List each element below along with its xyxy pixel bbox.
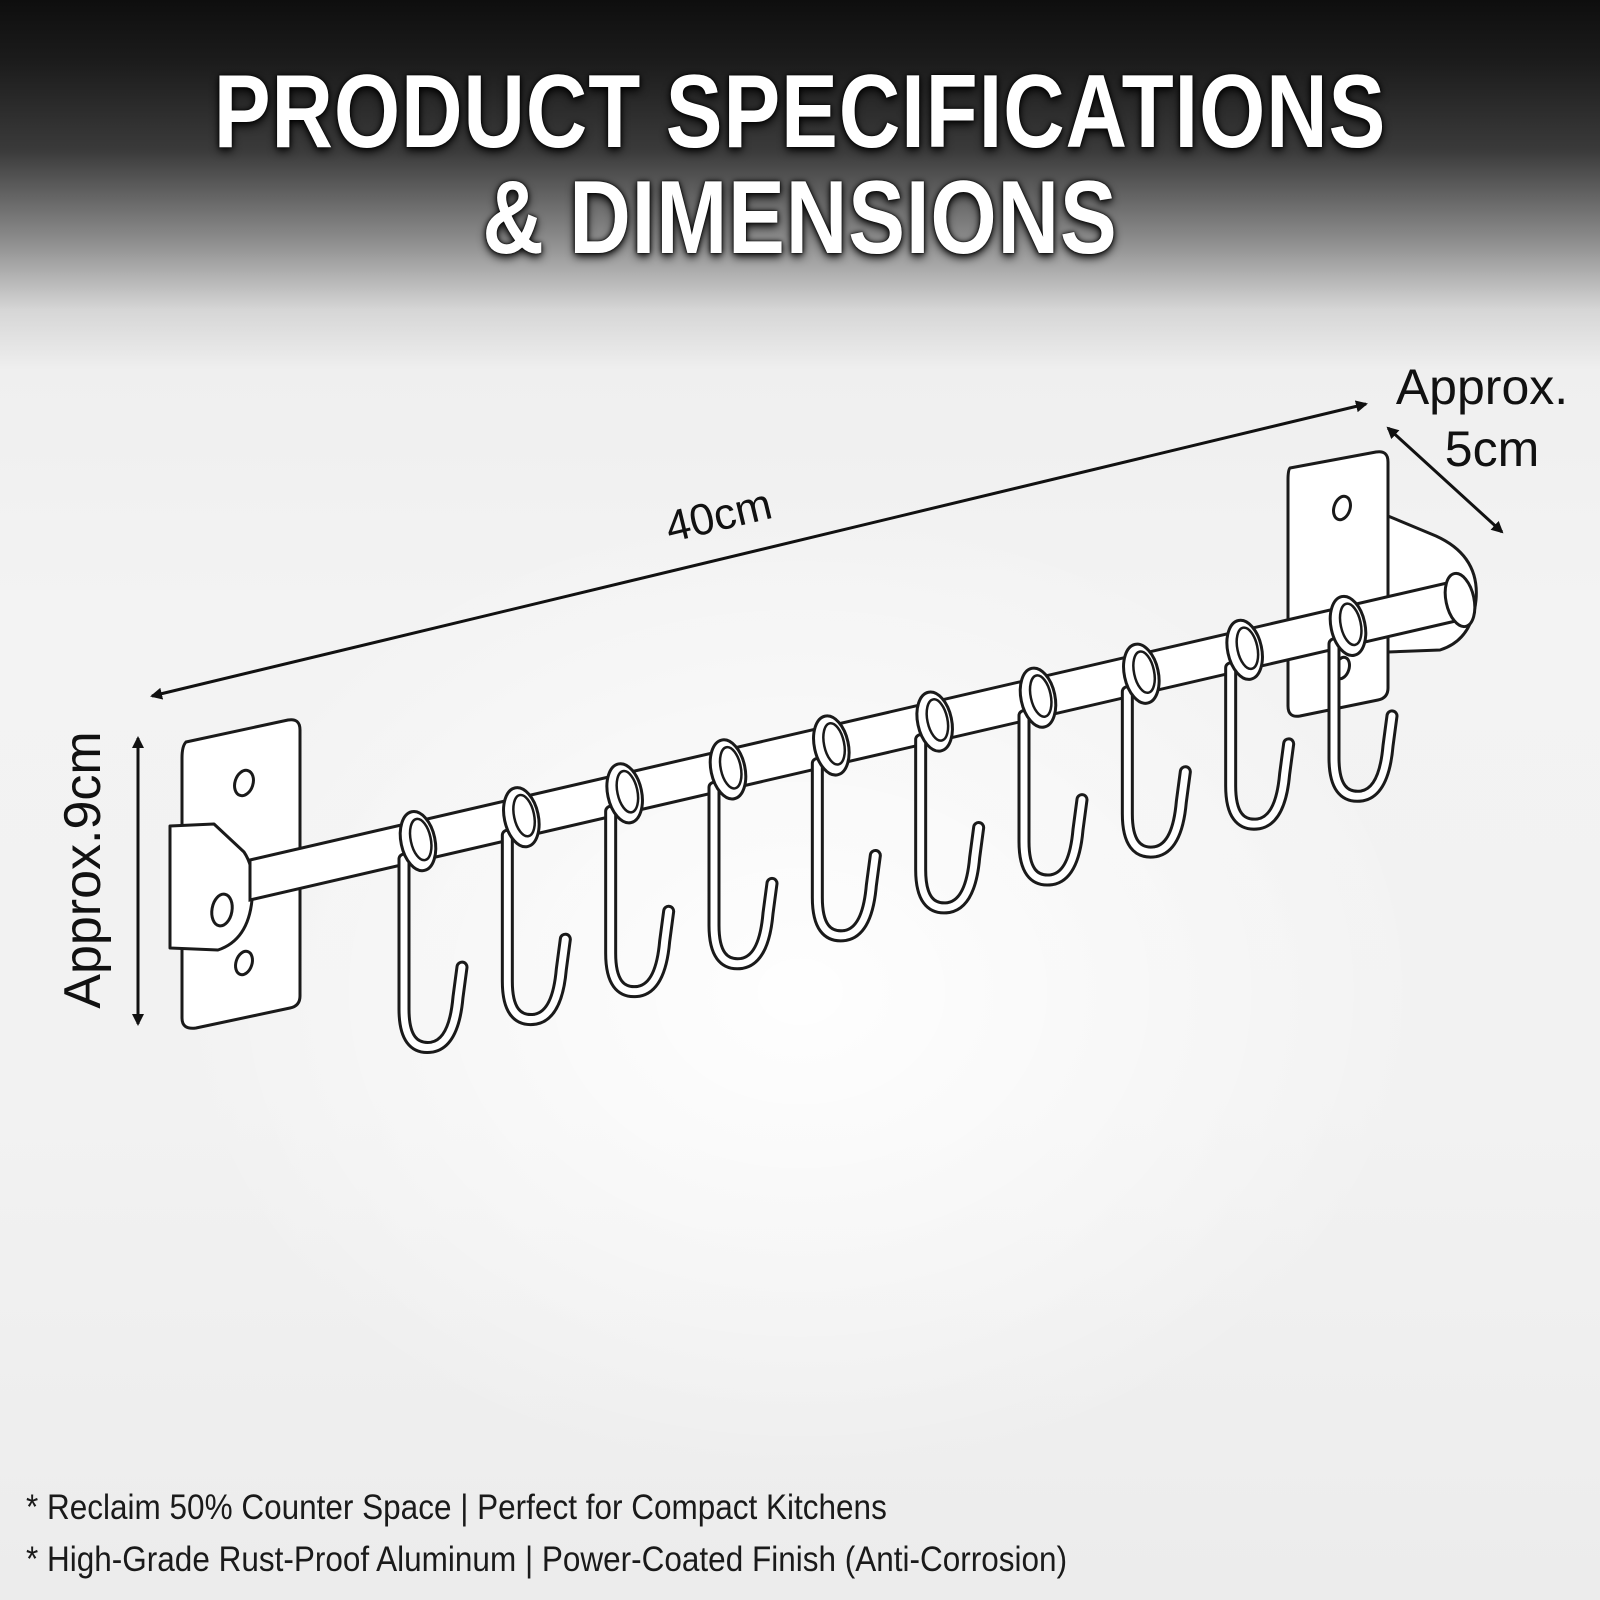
hook-wire bbox=[813, 759, 879, 940]
hook-wire bbox=[1330, 640, 1396, 800]
hook-wire bbox=[917, 736, 983, 912]
hook-wire bbox=[710, 783, 776, 968]
hook bbox=[500, 786, 572, 1026]
depth-label-line-2: 5cm bbox=[1445, 421, 1539, 477]
hook-ring-inner bbox=[822, 721, 847, 766]
hook bbox=[1120, 642, 1192, 859]
hook bbox=[1017, 666, 1089, 887]
feature-line-2: * High-Grade Rust-Proof Aluminum | Power… bbox=[26, 1540, 1068, 1579]
hook-ring-inner bbox=[1132, 650, 1157, 695]
hook-ring-inner bbox=[1235, 626, 1260, 671]
hook bbox=[1327, 594, 1399, 803]
hook bbox=[604, 762, 676, 999]
hook-ring-inner bbox=[615, 769, 640, 814]
hook bbox=[707, 738, 779, 971]
hook-ring-inner bbox=[512, 793, 537, 838]
rail-end-cap bbox=[1443, 571, 1477, 629]
hook bbox=[810, 714, 882, 943]
feature-line-1: * Reclaim 50% Counter Space | Perfect fo… bbox=[26, 1488, 887, 1527]
hook bbox=[914, 690, 986, 915]
feature-list: * Reclaim 50% Counter Space | Perfect fo… bbox=[26, 1482, 1586, 1586]
hook-ring-inner bbox=[408, 817, 433, 862]
page-title-line-2: & DIMENSIONS bbox=[482, 160, 1118, 276]
depth-arrow bbox=[1386, 426, 1504, 534]
hook bbox=[397, 810, 469, 1054]
hooks-group bbox=[397, 594, 1399, 1054]
hook-wire bbox=[503, 831, 569, 1023]
hook bbox=[1224, 618, 1296, 831]
hook-wire bbox=[607, 807, 673, 996]
hook-ring-inner bbox=[1338, 602, 1363, 647]
depth-label-line-1: Approx. bbox=[1396, 359, 1568, 415]
hook-ring-inner bbox=[925, 698, 950, 742]
hook-ring-inner bbox=[1028, 674, 1053, 718]
hook-ring-inner bbox=[718, 745, 743, 790]
page-title-line-1: PRODUCT SPECIFICATIONS bbox=[213, 54, 1387, 170]
length-arrow bbox=[150, 400, 1368, 700]
hook-wire bbox=[400, 855, 466, 1051]
length-label: 40cm bbox=[661, 480, 777, 553]
hook-wire bbox=[1123, 688, 1189, 856]
hook-wire bbox=[1227, 664, 1293, 828]
hook-wire bbox=[1020, 712, 1086, 884]
height-label: Approx.9cm bbox=[54, 731, 112, 1008]
